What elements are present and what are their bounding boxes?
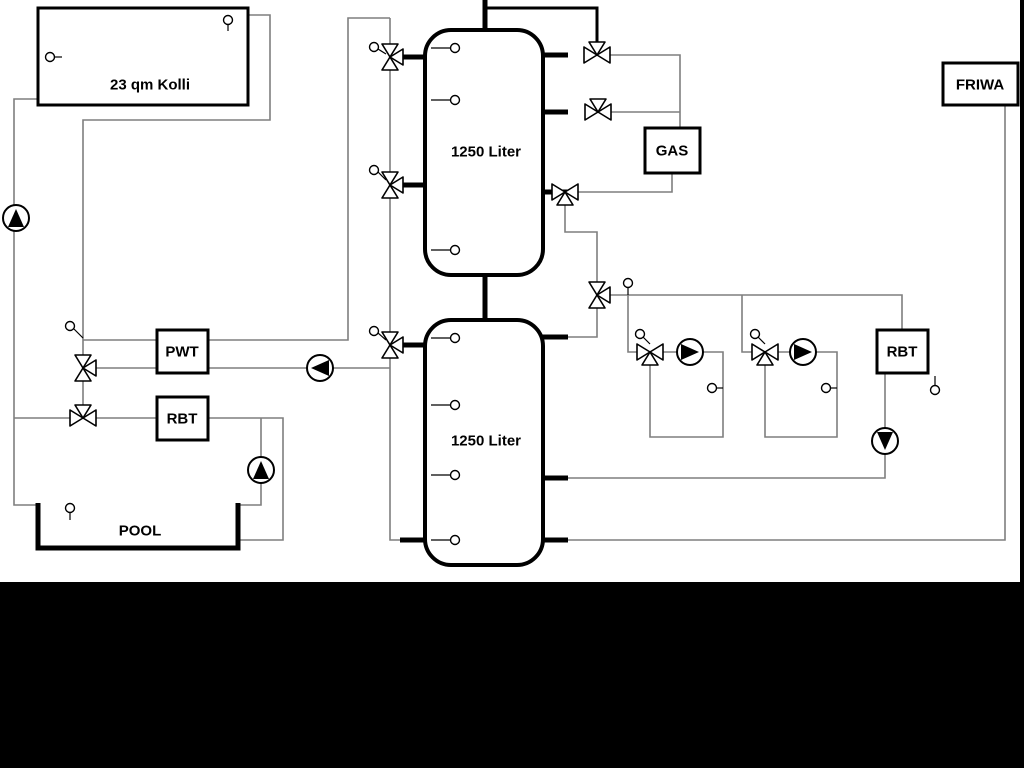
three-way-valve-icon-v10 xyxy=(636,343,664,366)
three-way-valve-icon-v4 xyxy=(583,41,611,64)
sensor-icon-tank1-a xyxy=(431,42,461,54)
three-way-valve-icon-v2 xyxy=(381,171,404,199)
pump-icon-rbt-right xyxy=(871,427,899,455)
sensor-icon-circuit1-valve xyxy=(634,328,651,345)
tank-port-stubs xyxy=(400,0,568,543)
sensor-icon-mixing-valve xyxy=(622,277,634,295)
three-way-valve-icon-v6 xyxy=(551,183,579,206)
sensor-icon-tank1-c xyxy=(431,244,461,256)
three-way-valve-icon-v5 xyxy=(584,98,612,121)
rbt-left-label: RBT xyxy=(167,411,198,428)
friwa-box: FRIWA xyxy=(941,61,1020,107)
three-way-valve-icon-v11 xyxy=(751,343,779,366)
sensor-icon-circuit2-valve xyxy=(749,328,766,345)
sensor-icon-tank2-c xyxy=(431,469,461,481)
three-way-valve-icon-v3 xyxy=(381,331,404,359)
sensor-icon-circuit2-return xyxy=(820,382,837,394)
pool-basin: POOL xyxy=(35,503,241,551)
pwt-heat-exchanger-box: PWT xyxy=(155,328,210,375)
sensor-icon-collector-left xyxy=(44,51,62,63)
sensor-icon-tank1-b xyxy=(431,94,461,106)
solar-collector-box: 23 qm Kolli xyxy=(36,6,250,107)
sensor-icon-circuit1-return xyxy=(706,382,723,394)
rbt-right-box: RBT xyxy=(875,328,930,375)
sensor-icon-tank2-d xyxy=(431,534,461,546)
letterbox-right xyxy=(1020,0,1024,582)
pump-icon-solar xyxy=(2,204,30,232)
pump-icon-pool xyxy=(247,456,275,484)
pwt-label: PWT xyxy=(165,344,198,361)
sensor-icon-valve3 xyxy=(368,325,387,341)
buffer-tank-top: 1250 Liter xyxy=(423,28,545,277)
buffer-tank-bottom: 1250 Liter xyxy=(423,318,545,567)
sensor-icon-tank2-a xyxy=(431,332,461,344)
sensor-icon-pwt-supply xyxy=(64,320,84,339)
rbt-left-box: RBT xyxy=(155,395,210,442)
pump-icon-circuit1 xyxy=(676,338,704,366)
pump-icon-pwt xyxy=(306,354,334,382)
collector-label: 23 qm Kolli xyxy=(110,77,190,94)
letterbox-bottom xyxy=(0,582,1024,768)
gas-boiler-box: GAS xyxy=(643,126,702,175)
rbt-right-label: RBT xyxy=(887,344,918,361)
three-way-valve-icon-v9 xyxy=(69,404,97,427)
buffer-tank-bottom-label: 1250 Liter xyxy=(451,433,521,450)
three-way-valve-icon-v7 xyxy=(588,281,611,309)
three-way-valve-icon-v8 xyxy=(74,354,97,382)
sensor-icon-pool xyxy=(64,502,76,520)
buffer-tank-top-label: 1250 Liter xyxy=(451,144,521,161)
friwa-label: FRIWA xyxy=(956,77,1004,94)
sensor-icon-collector-top xyxy=(222,14,234,31)
sensor-icon-rbt-right xyxy=(929,376,941,396)
sensor-icon-tank2-b xyxy=(431,399,461,411)
sensor-icon-valve1 xyxy=(368,41,387,55)
pump-icon-circuit2 xyxy=(789,338,817,366)
sensor-icon-valve2 xyxy=(368,164,387,181)
pool-label: POOL xyxy=(119,523,162,540)
three-way-valve-icon-v1 xyxy=(381,43,404,71)
gas-label: GAS xyxy=(656,143,689,160)
